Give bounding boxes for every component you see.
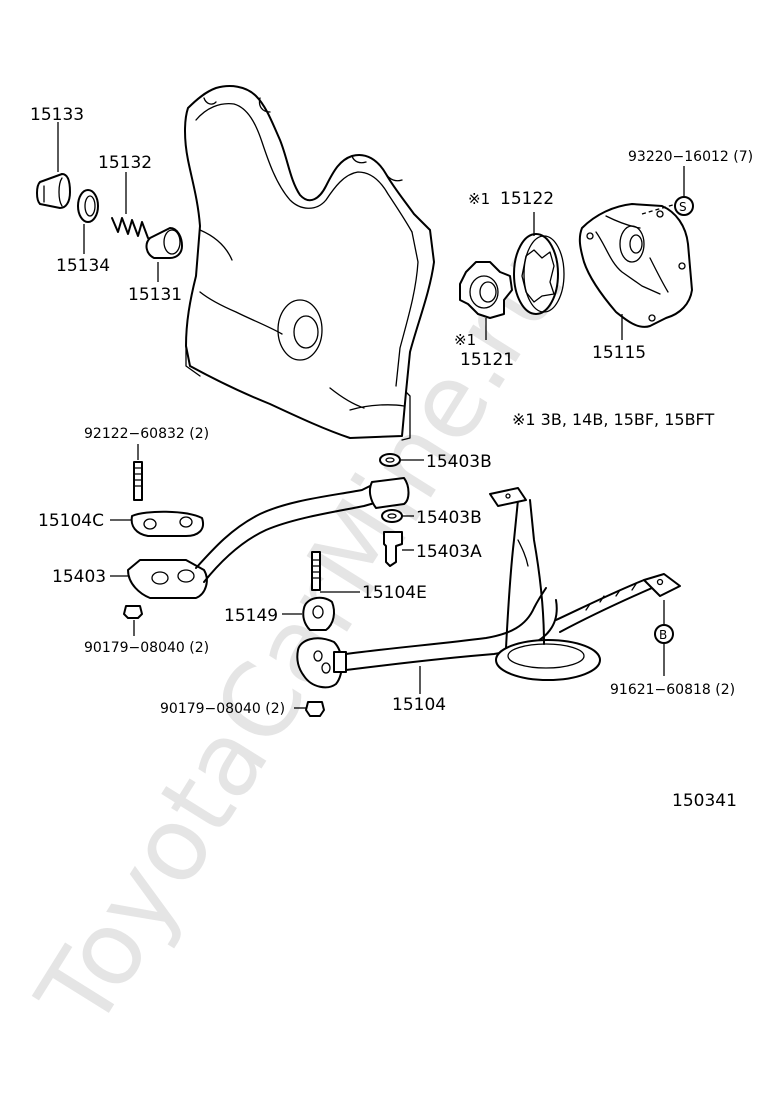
label-mark-1-bottom: ※1 [454, 331, 476, 349]
marker-s: S [679, 200, 687, 214]
label-15149: 15149 [224, 606, 278, 626]
driven-rotor-15122 [513, 212, 565, 315]
label-15403b-upper: 15403B [426, 452, 492, 472]
label-93220-16012: 93220−16012 (7) [628, 149, 753, 165]
washer-15134 [77, 189, 99, 254]
applicability-note: ※1 3B, 14B, 15BF, 15BFT [512, 410, 714, 429]
label-mark-1-top: ※1 [468, 190, 490, 208]
label-15104: 15104 [392, 695, 446, 715]
marker-b: B [659, 628, 667, 642]
drive-rotor-15121 [459, 261, 513, 340]
plug-15133 [36, 122, 71, 209]
label-15122: 15122 [500, 189, 554, 209]
label-15104c: 15104C [38, 511, 104, 531]
timing-cover [184, 85, 435, 441]
label-15104e: 15104E [362, 583, 427, 603]
label-15134: 15134 [56, 256, 110, 276]
strainer-15104 [110, 444, 681, 717]
screw-93220-marker [641, 166, 694, 216]
label-15132: 15132 [98, 153, 152, 173]
valve-15131 [145, 227, 183, 282]
label-92122-60832: 92122−60832 (2) [84, 426, 209, 442]
label-15121: 15121 [460, 350, 514, 370]
label-15131: 15131 [128, 285, 182, 305]
pump-cover-15115 [578, 203, 693, 340]
label-15403b-lower: 15403B [416, 508, 482, 528]
label-91621-60818: 91621−60818 (2) [610, 682, 735, 698]
label-90179-08040-bottom: 90179−08040 (2) [160, 701, 285, 717]
label-15403: 15403 [52, 567, 106, 587]
spring-15132 [111, 172, 149, 239]
label-15403a: 15403A [416, 542, 482, 562]
label-90179-08040-left: 90179−08040 (2) [84, 640, 209, 656]
figure-number: 150341 [672, 791, 737, 811]
labels: 15133 15132 15134 15131 93220−16012 (7) … [30, 105, 753, 811]
label-15115: 15115 [592, 343, 646, 363]
label-15133: 15133 [30, 105, 84, 125]
